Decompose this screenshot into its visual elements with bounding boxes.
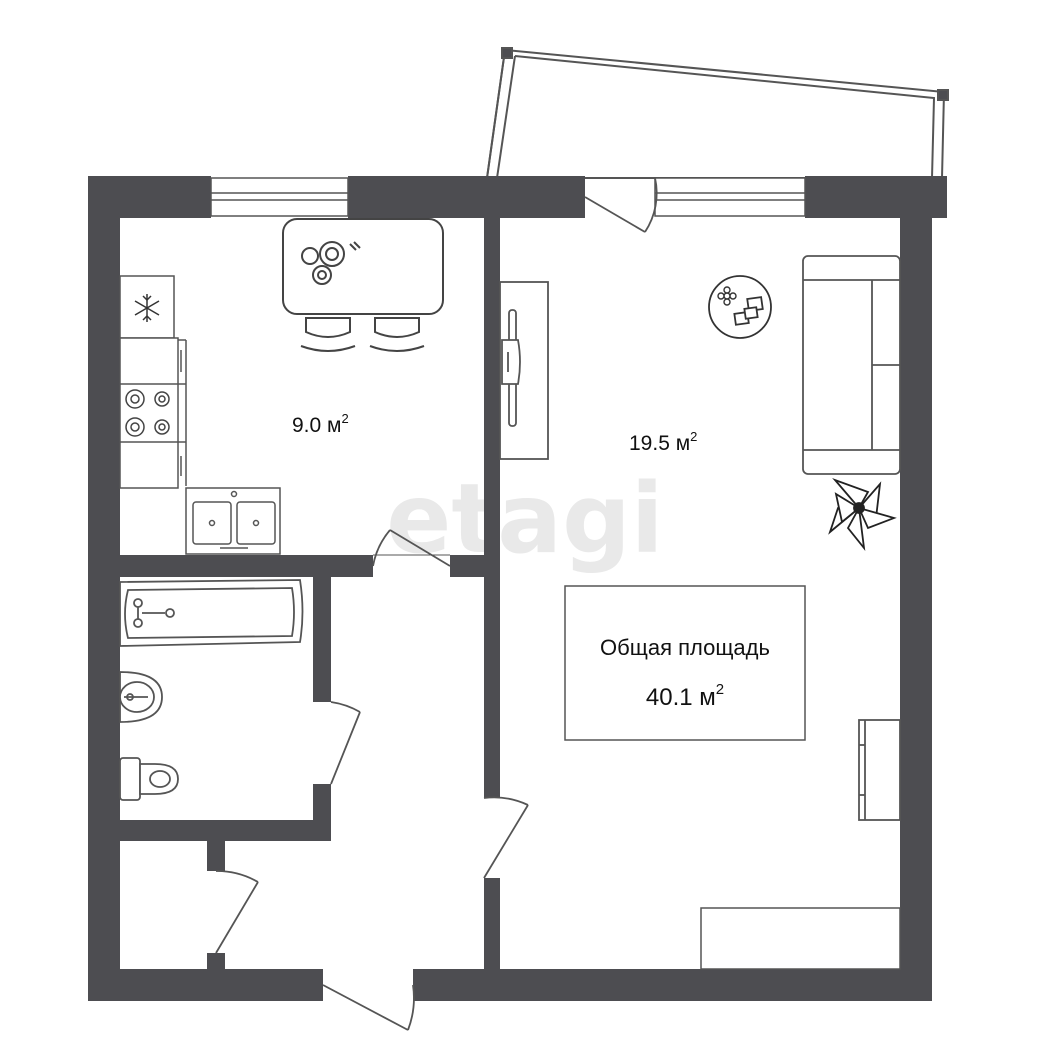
bathtub-icon [119,579,304,647]
bench [700,907,901,970]
watermark: etagi [386,463,663,575]
toilet-icon [119,757,179,801]
kitchen-area-label: 9.0 м2 [292,411,349,437]
balcony [485,47,949,179]
plant-icon [828,477,897,552]
sofa-icon [802,255,901,475]
washbasin-icon [119,671,163,723]
tv-stand-icon [499,281,549,460]
windows [210,177,806,217]
total-area-box: Общая площадь 40.1 м2 [564,585,806,741]
kitchen-counter [119,337,187,489]
flower-icon [717,286,737,306]
stove-icon [125,389,170,437]
doors [215,177,658,1031]
fridge [119,275,175,339]
total-area-title: Общая площадь [600,635,770,660]
round-table-icon [708,275,772,339]
walls [88,176,947,1001]
dining-table-icon [282,218,444,352]
snowflake-icon [134,294,160,322]
total-area-value: 40.1 м2 [646,681,724,711]
dresser [858,719,901,821]
living-area-label: 19.5 м2 [629,429,697,455]
sink-icon [185,487,281,555]
